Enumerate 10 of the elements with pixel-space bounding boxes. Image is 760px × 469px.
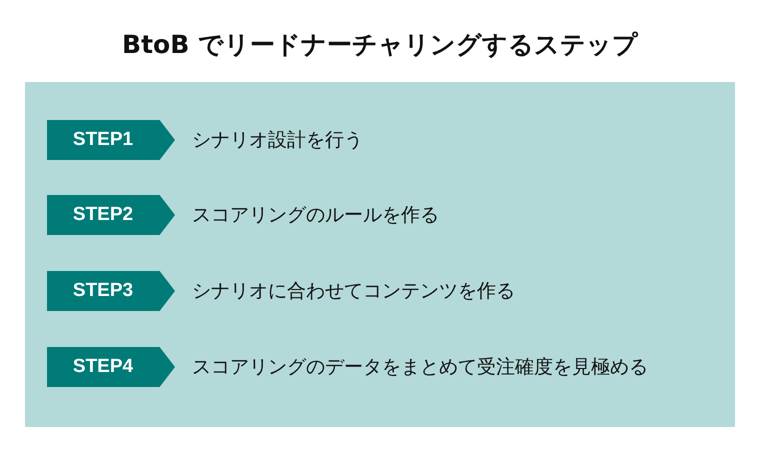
- panel-background: [25, 82, 735, 427]
- step-description: シナリオ設計を行う: [192, 128, 363, 153]
- step-description: シナリオに合わせてコンテンツを作る: [192, 279, 515, 304]
- step-description: スコアリングのデータをまとめて受注確度を見極める: [192, 355, 648, 380]
- step-tag: STEP3: [47, 271, 175, 311]
- step-tag: STEP1: [47, 120, 175, 160]
- step-description: スコアリングのルールを作る: [192, 203, 439, 228]
- step-tag: STEP4: [47, 347, 175, 387]
- diagram-title: BtoB でリードナーチャリングするステップ: [122, 29, 638, 61]
- step-tag: STEP2: [47, 195, 175, 235]
